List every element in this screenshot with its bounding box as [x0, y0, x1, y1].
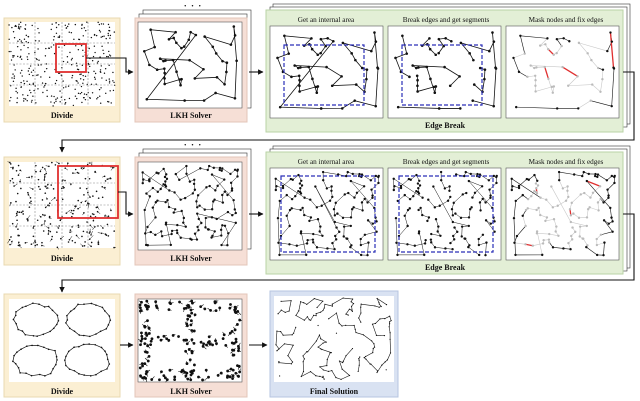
edge-break-label-1: Edge Break: [425, 121, 466, 130]
row-1-arrows: [59, 57, 635, 153]
step-2-2: Break edges and get segments: [403, 158, 490, 166]
step-1-1: Get an internal area: [298, 16, 355, 24]
step-1-2: Break edges and get segments: [403, 16, 490, 24]
eb1-b-area: [401, 44, 483, 106]
step-1-3: Mask nodes and fix edges: [529, 16, 604, 24]
eb1-c-masked: [512, 31, 616, 110]
lkh-label-3: LKH Solver: [170, 387, 212, 396]
final-tour: [275, 297, 392, 380]
lkh-label-2: LKH Solver: [170, 254, 212, 263]
lkh-tour-3: [138, 299, 243, 383]
divide-points-1: [8, 21, 116, 107]
lkh-tour-1: [143, 25, 238, 102]
ellipsis-1: · · ·: [184, 1, 203, 11]
row-2-arrows: [59, 191, 635, 293]
divide-paths-3: [12, 302, 112, 377]
eb1-a-area: [283, 44, 365, 106]
eb1-a-tour: [276, 31, 380, 110]
eb2-b-area: [398, 175, 494, 253]
divide-label-3: Divide: [51, 387, 74, 396]
step-2-1: Get an internal area: [298, 158, 355, 166]
lkh-label-1: LKH Solver: [170, 111, 212, 120]
ellipsis-2: · · ·: [184, 140, 203, 150]
final-label: Final Solution: [310, 387, 359, 396]
eb1-b-segments: [394, 31, 498, 110]
row-2: Divide LKH Solver · · · Get an internal …: [3, 140, 631, 275]
edge-break-label-2: Edge Break: [425, 263, 466, 272]
eb2-a-area: [280, 175, 376, 253]
divide-grid-1: [9, 22, 115, 106]
divide-label-1: Divide: [51, 111, 74, 120]
row-1: Divide LKH Solver · · · Get an internal …: [3, 1, 631, 133]
lkh-tour-2: [141, 164, 239, 247]
step-2-3: Mask nodes and fix edges: [529, 158, 604, 166]
eb2-a-tour: [274, 170, 380, 257]
row-3: Divide LKH Solver Final Solution: [3, 290, 399, 398]
eb2-c-masked: [510, 170, 616, 257]
divide-label-2: Divide: [51, 254, 74, 263]
